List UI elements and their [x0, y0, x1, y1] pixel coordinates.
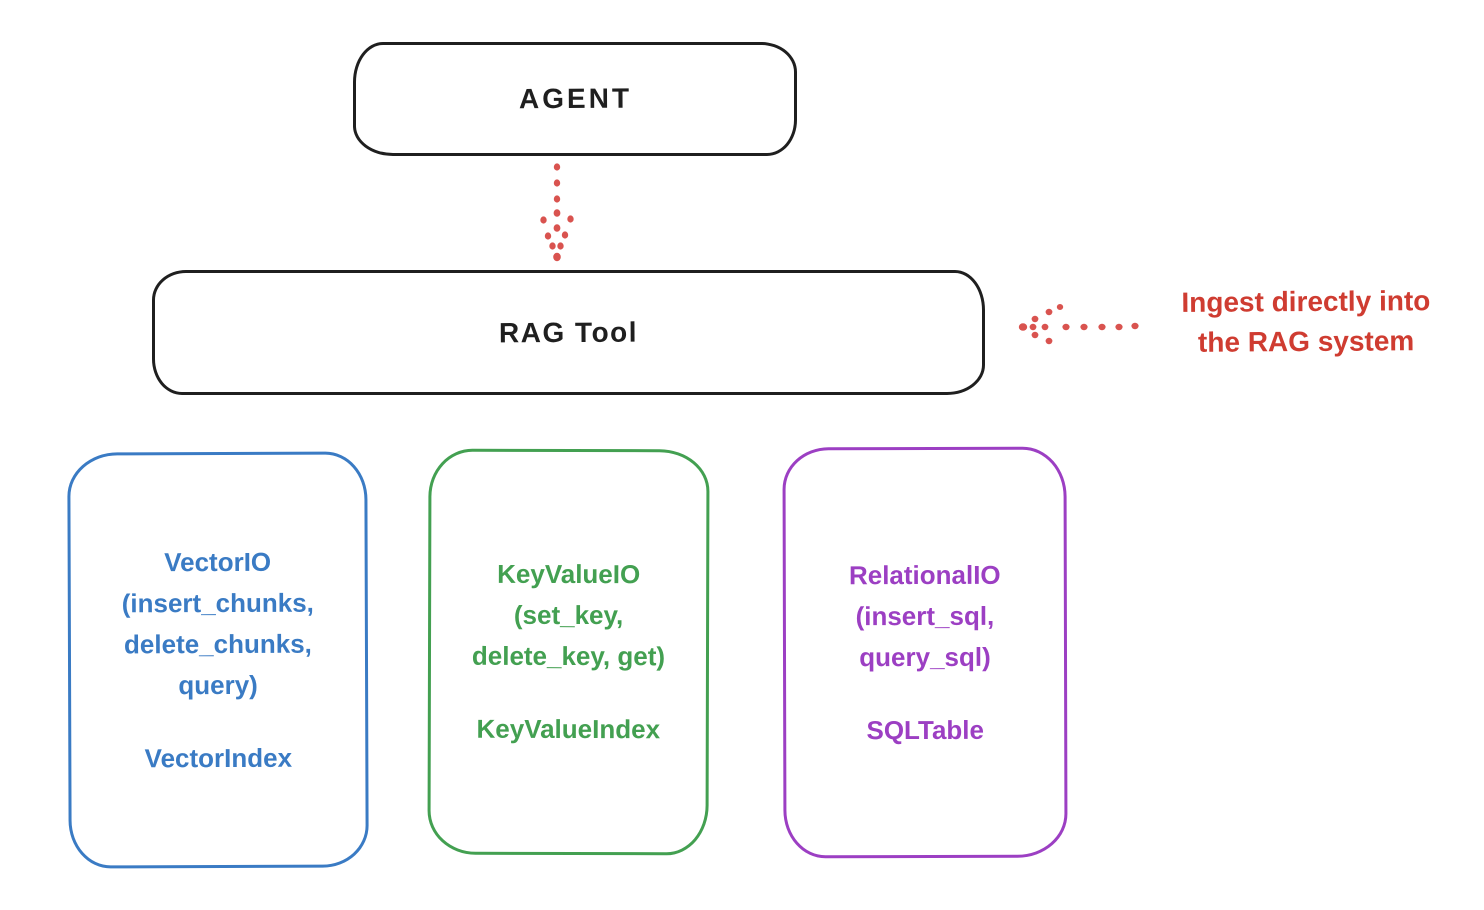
annotation-to-ragtool-arrow-icon — [1018, 304, 1139, 345]
relational-io-box: RelationalIO (insert_sql, query_sql) SQL… — [782, 446, 1068, 859]
vector-io-index: VectorIndex — [144, 742, 293, 773]
relational-io-name: RelationalIO — [848, 559, 1001, 590]
rag-tool-box: RAG Tool — [152, 270, 985, 395]
ingest-annotation: Ingest directly into the RAG system — [1181, 285, 1431, 358]
agent-box: AGENT — [353, 42, 797, 156]
agent-box-label: AGENT — [518, 82, 632, 115]
vector-io-name: VectorIO — [164, 546, 272, 577]
relational-io-index: SQLTable — [866, 714, 984, 745]
vector-io-methods: (insert_chunks, delete_chunks, query) — [121, 587, 314, 700]
keyvalue-io-methods: (set_key, delete_key, get) — [471, 599, 666, 672]
keyvalue-io-box: KeyValueIO (set_key, delete_key, get) Ke… — [427, 448, 710, 856]
keyvalue-io-name: KeyValueIO — [497, 558, 641, 590]
agent-to-ragtool-arrow-icon — [540, 163, 574, 262]
relational-io-methods: (insert_sql, query_sql) — [855, 600, 995, 672]
keyvalue-io-index: KeyValueIndex — [476, 713, 661, 745]
vector-io-box: VectorIO (insert_chunks, delete_chunks, … — [67, 451, 369, 869]
rag-tool-box-label: RAG Tool — [498, 316, 639, 348]
